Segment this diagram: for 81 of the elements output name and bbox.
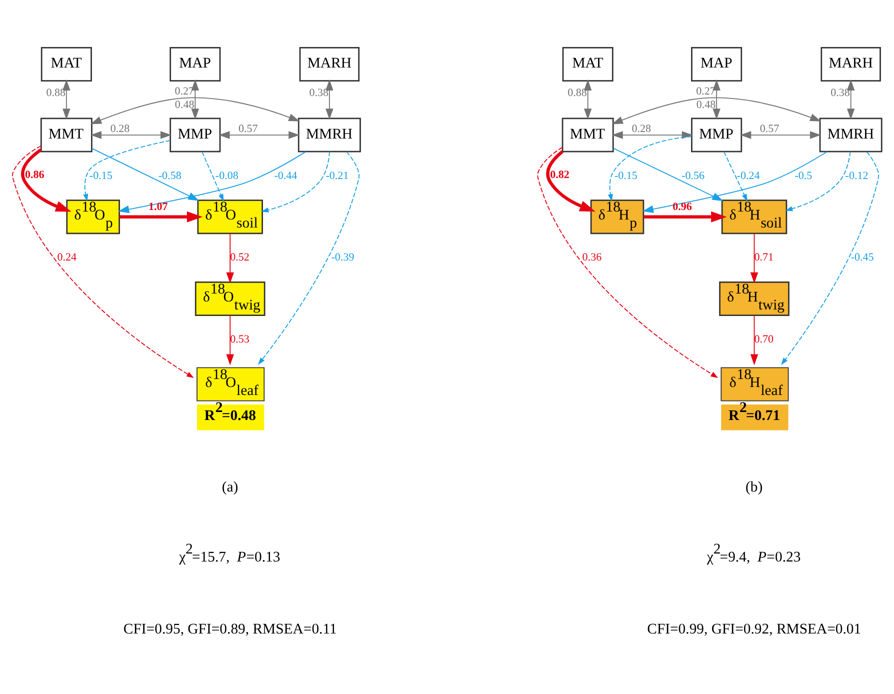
edge-label: 0.86 — [25, 168, 44, 181]
arrow — [546, 150, 596, 212]
edge-label: 0.28 — [632, 122, 651, 135]
arrow — [191, 79, 200, 120]
arrow — [90, 131, 172, 139]
arrow — [83, 140, 171, 202]
arrow — [261, 151, 330, 212]
edge-label: 0.36 — [582, 252, 602, 264]
edge-label: 0.82 — [550, 168, 570, 181]
label: CFI=0.95, GFI=0.89, RMSEA=0.11 — [123, 621, 337, 638]
edge-label: 0.24 — [57, 252, 77, 264]
arrow — [642, 151, 828, 213]
arrow — [612, 97, 822, 124]
edge-label: 0.70 — [754, 333, 774, 346]
node-box: MARH — [820, 47, 881, 82]
arrow — [644, 211, 727, 222]
label: CFI=0.99, GFI=0.92, RMSEA=0.01 — [647, 621, 862, 638]
label: (a) — [222, 480, 238, 496]
edge-label: -0.45 — [850, 252, 874, 264]
node-box: MAT — [562, 47, 614, 82]
edge-label: -0.58 — [158, 170, 182, 182]
arrow — [258, 151, 360, 365]
edge-label: 0.53 — [230, 333, 250, 346]
edge-label: -0.56 — [682, 170, 705, 182]
edge-label: -0.08 — [215, 170, 238, 182]
edge-label: 0.28 — [110, 122, 130, 135]
arrow — [90, 97, 300, 124]
arrow — [226, 233, 234, 284]
arrow — [724, 151, 748, 202]
arrow — [12, 145, 194, 378]
edge-label: 0.48 — [696, 99, 716, 112]
arrow — [226, 315, 234, 366]
node-box: MAP — [691, 47, 742, 82]
arrow — [781, 151, 880, 366]
arrow — [584, 79, 592, 120]
edge-label: -0.39 — [331, 252, 354, 264]
node-box: MAT — [40, 47, 92, 82]
edge-label: -0.24 — [736, 170, 760, 182]
edge-label: 0.52 — [230, 252, 250, 264]
arrow — [750, 315, 758, 366]
arrow — [21, 148, 72, 212]
arrow — [202, 151, 224, 202]
arrow — [785, 151, 851, 212]
edge-label: -0.5 — [794, 170, 812, 182]
arrow — [62, 79, 70, 120]
node-box: MAP — [170, 47, 221, 82]
arrow — [218, 131, 300, 139]
edge-label: 0.88 — [568, 87, 587, 100]
arrow — [120, 211, 203, 222]
edge-label: -0.12 — [845, 170, 868, 182]
arrow — [612, 131, 693, 139]
edge-label: 0.96 — [672, 201, 692, 214]
edge-label: 0.38 — [830, 87, 850, 100]
node-box: MMP — [170, 118, 221, 152]
edge-label: -0.15 — [614, 170, 638, 182]
node-box: MMRH — [298, 118, 361, 152]
arrow — [118, 151, 306, 214]
edge-label: 0.57 — [760, 122, 780, 135]
arrow — [326, 79, 334, 120]
edge-label: -0.21 — [326, 170, 349, 182]
arrow — [750, 233, 758, 284]
edge-label: -0.15 — [89, 170, 112, 182]
node-box: MMT — [562, 118, 614, 152]
edge-label: 0.48 — [174, 99, 194, 112]
label: (b) — [746, 480, 763, 496]
edge-label: 1.07 — [148, 201, 168, 214]
arrow — [846, 79, 855, 120]
edge-label: 0.88 — [46, 87, 66, 100]
arrow — [537, 146, 718, 378]
edge-label: 0.38 — [309, 87, 328, 100]
node-box: MARH — [299, 47, 360, 82]
arrow — [712, 79, 720, 120]
arrow — [613, 148, 724, 202]
node-box: MMRH — [819, 118, 882, 152]
arrow — [740, 131, 822, 139]
node-box: MMP — [691, 118, 742, 152]
arrow — [608, 136, 692, 202]
edge-label: -0.44 — [274, 170, 298, 182]
edge-label: 0.71 — [754, 252, 774, 264]
node-box: MMT — [40, 118, 92, 152]
edge-label: 0.57 — [238, 122, 258, 135]
